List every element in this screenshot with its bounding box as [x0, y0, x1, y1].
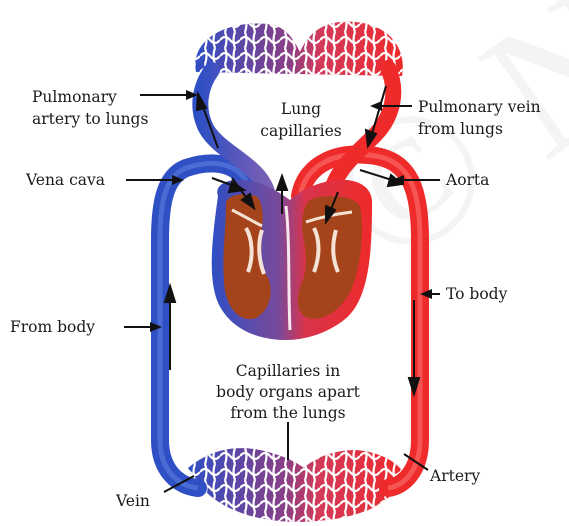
label-pulmonary-vein-line1: Pulmonary vein	[418, 98, 541, 116]
label-artery: Artery	[429, 467, 480, 485]
label-aorta: Aorta	[445, 171, 489, 189]
label-lung-capillaries-line1: Lung	[281, 100, 321, 118]
label-to-body: To body	[446, 285, 508, 303]
label-body-capillaries-line1: Capillaries in	[236, 362, 341, 380]
label-body-capillaries-line3: from the lungs	[230, 404, 345, 422]
label-vena-cava: Vena cava	[25, 171, 105, 189]
label-from-body: From body	[10, 318, 95, 336]
label-vein: Vein	[115, 492, 150, 510]
label-pulmonary-vein-line2: from lungs	[418, 120, 503, 138]
lung-capillary-bed	[195, 22, 402, 76]
label-pulmonary-artery-line2: artery to lungs	[32, 110, 148, 128]
label-body-capillaries-line2: body organs apart	[216, 383, 360, 401]
heart	[212, 180, 372, 340]
label-pulmonary-artery-line1: Pulmonary	[32, 88, 117, 106]
label-lung-capillaries-line2: capillaries	[260, 122, 341, 140]
body-capillary-bed	[188, 448, 404, 522]
